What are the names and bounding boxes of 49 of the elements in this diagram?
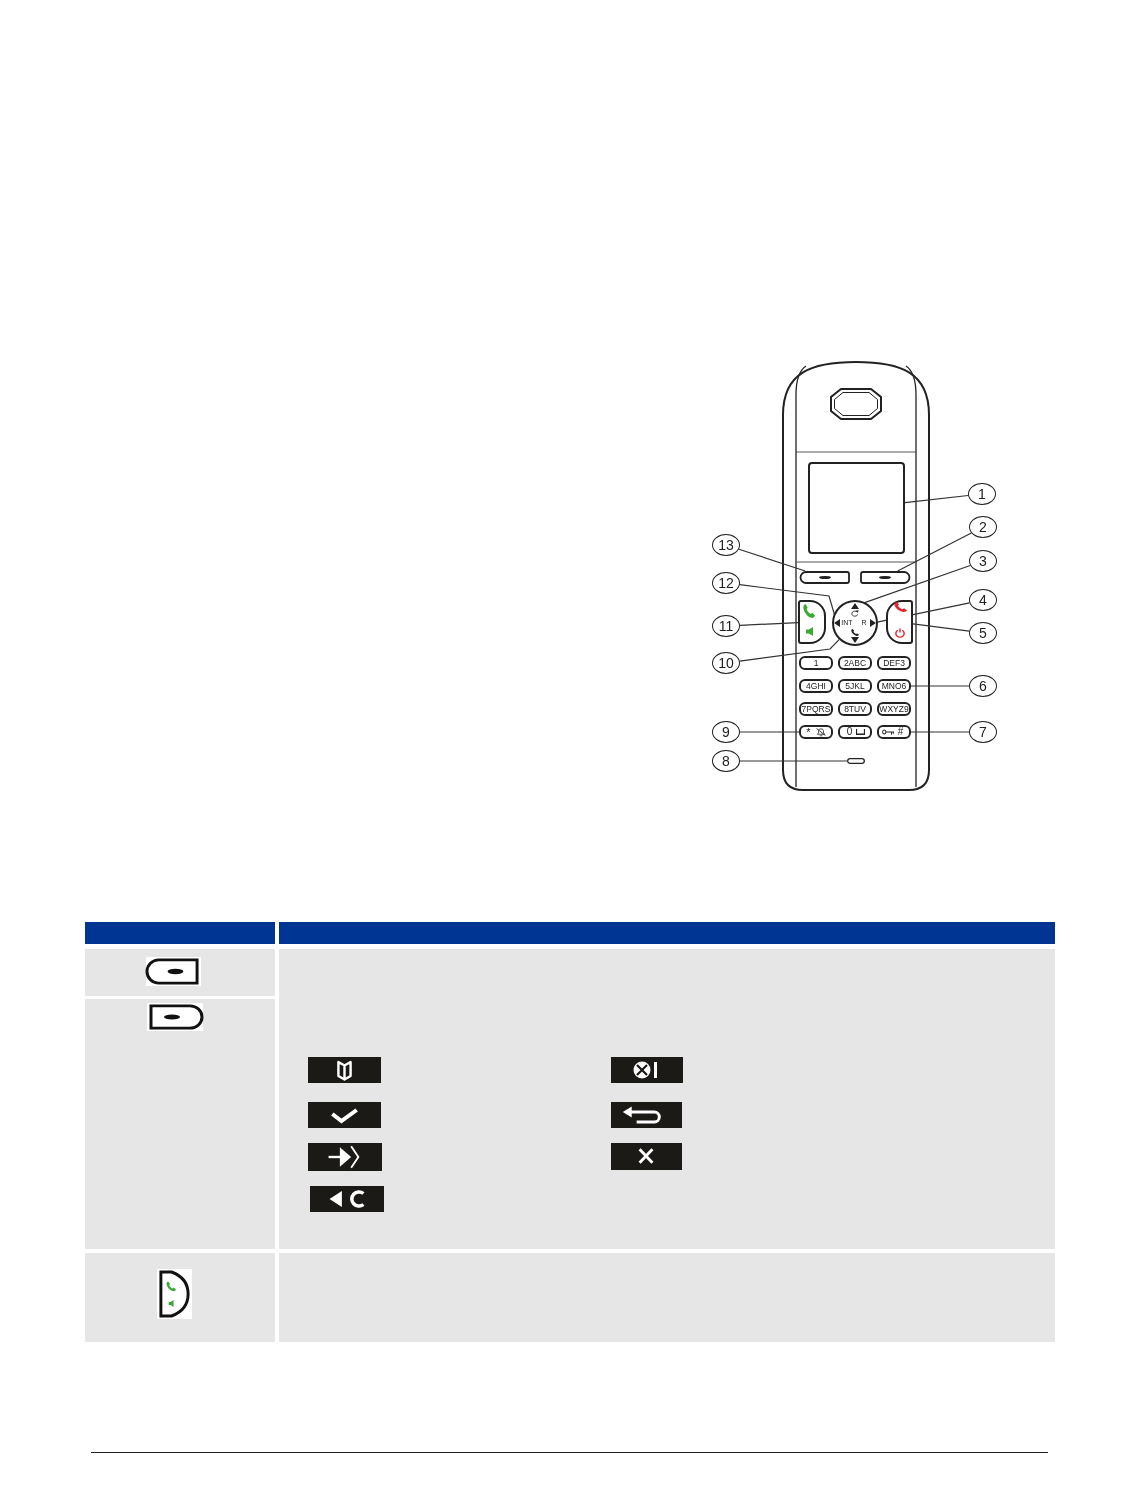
leader-line <box>739 622 799 626</box>
callout-number: 12 <box>712 572 740 594</box>
call-key <box>798 600 826 644</box>
keypad-key: 5JKL <box>838 679 872 693</box>
callout-number: 5 <box>969 622 997 644</box>
callout-number: 2 <box>969 516 997 538</box>
callout-number: 7 <box>969 721 997 743</box>
leader-line <box>912 623 970 632</box>
keypad-key: 8TUV <box>838 702 872 716</box>
right-arrow-icon <box>870 619 876 627</box>
callout-number: 11 <box>712 615 740 637</box>
keypad-key: 7PQRS <box>799 702 833 716</box>
keypad-key: WXYZ9 <box>877 702 911 716</box>
soft-key <box>800 571 850 584</box>
leader-line <box>739 639 840 662</box>
keypad-key <box>799 725 833 739</box>
keypad-key: 4GHI <box>799 679 833 693</box>
leader-line <box>904 494 969 504</box>
keypad-key: 2ABC <box>838 656 872 670</box>
callout-number: 8 <box>712 750 740 772</box>
down-arrow-icon <box>851 637 859 643</box>
callout-number: 6 <box>969 675 997 697</box>
up-arrow-icon <box>851 603 859 609</box>
leader-line <box>910 685 970 687</box>
leader-line <box>875 602 971 623</box>
callout-number: 1 <box>968 483 996 505</box>
keypad-key: MNO6 <box>877 679 911 693</box>
leader-line <box>897 532 972 572</box>
callout-number: 4 <box>969 589 997 611</box>
leader-line <box>739 731 800 733</box>
left-arrow-icon <box>834 619 840 627</box>
end-call-key <box>886 600 913 644</box>
keypad-key <box>877 725 911 739</box>
key-label: 0 <box>845 727 854 737</box>
microphone-slot <box>847 758 865 764</box>
key-label: * <box>805 727 812 737</box>
keypad-key: DEF3 <box>877 656 911 670</box>
soft-key <box>860 571 910 584</box>
leader-line <box>739 760 848 762</box>
keypad-key: 1 <box>799 656 833 670</box>
keypad-key <box>838 725 872 739</box>
key-label: # <box>896 727 905 737</box>
callout-number: 9 <box>712 721 740 743</box>
display-screen <box>808 462 905 554</box>
leader-line <box>910 731 970 733</box>
callout-number: 3 <box>969 550 997 572</box>
callout-number: 13 <box>712 534 740 556</box>
callout-number: 10 <box>712 652 740 674</box>
leader-line <box>738 548 806 572</box>
